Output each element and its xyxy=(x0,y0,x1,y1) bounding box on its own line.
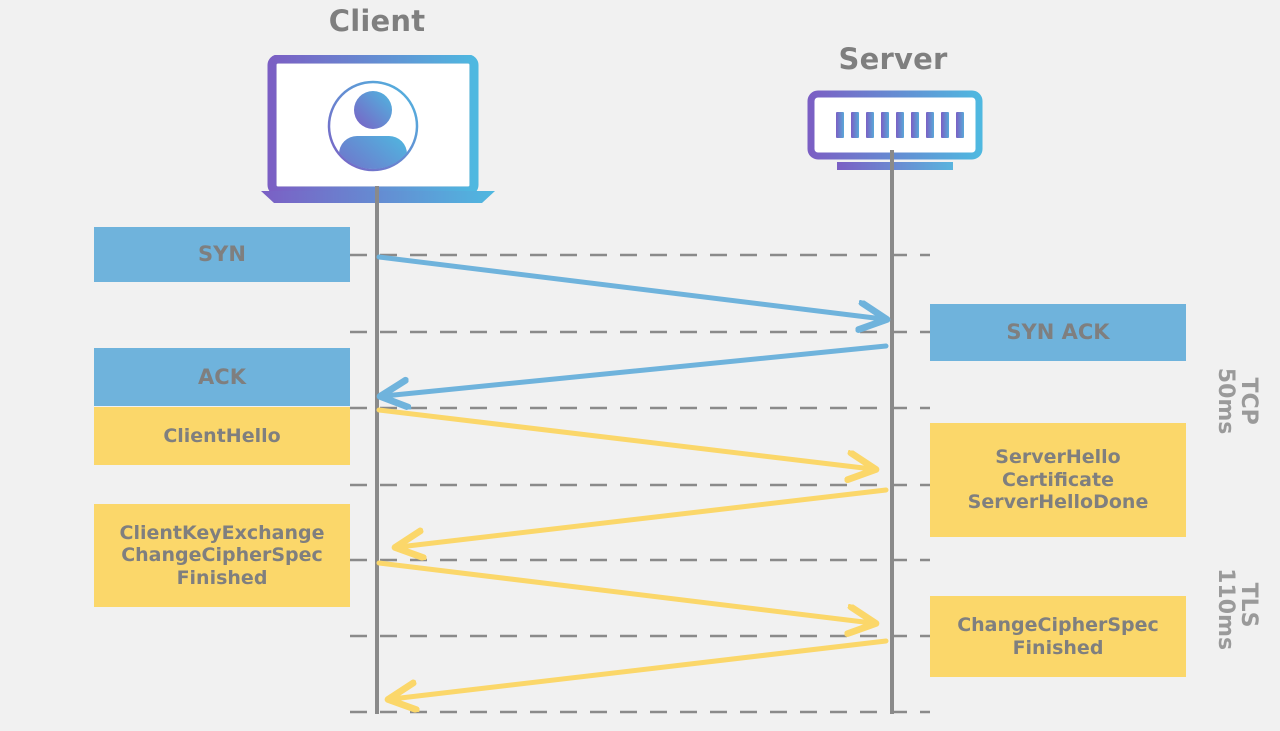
phase-label-tls: TLS 110ms xyxy=(1213,568,1262,651)
phase-tcp-duration: 50ms xyxy=(1213,367,1238,435)
message-box-server-change-cipher: ChangeCipherSpec Finished xyxy=(930,596,1186,677)
message-box-syn-ack: SYN ACK xyxy=(930,304,1186,361)
message-label-syn: SYN xyxy=(198,242,246,267)
message-line-clientkey-3: Finished xyxy=(176,566,268,589)
laptop-user-icon xyxy=(258,54,498,205)
message-label-synack: SYN ACK xyxy=(1006,320,1110,345)
client-title: Client xyxy=(328,4,426,38)
arrow-syn-ack xyxy=(384,343,889,396)
message-box-client-hello: ClientHello xyxy=(94,407,350,465)
message-label-ack: ACK xyxy=(198,364,246,389)
message-line-clientkey-2: ChangeCipherSpec xyxy=(121,544,323,567)
message-line-clienthello-1: ClientHello xyxy=(163,424,281,447)
message-line-clientkey-1: ClientKeyExchange xyxy=(119,521,325,544)
message-line-changecipher-2: Finished xyxy=(1012,636,1104,659)
message-box-client-key-exchange: ClientKeyExchange ChangeCipherSpec Finis… xyxy=(94,504,350,607)
arrow-client-hello xyxy=(376,407,872,469)
message-line-serverhello-3: ServerHelloDone xyxy=(967,491,1149,514)
phase-tls-duration: 110ms xyxy=(1213,568,1238,651)
message-box-server-hello: ServerHello Certificate ServerHelloDone xyxy=(930,423,1186,537)
server-lifeline xyxy=(890,150,894,714)
message-line-serverhello-2: Certificate xyxy=(1002,468,1114,491)
server-title: Server xyxy=(838,42,948,76)
server-rack-icon xyxy=(806,90,984,178)
message-line-changecipher-1: ChangeCipherSpec xyxy=(957,614,1159,637)
message-box-ack: ACK xyxy=(94,348,350,406)
message-line-serverhello-1: ServerHello xyxy=(995,446,1121,469)
arrow-server-hello xyxy=(399,487,889,547)
phase-tls-name: TLS xyxy=(1236,582,1262,628)
arrow-client-key-exchange xyxy=(376,560,872,623)
arrow-server-change-cipher xyxy=(392,638,889,699)
client-lifeline xyxy=(375,186,379,714)
message-box-syn: SYN xyxy=(94,227,350,282)
phase-tcp-name: TCP xyxy=(1236,377,1262,425)
phase-label-tcp: TCP 50ms xyxy=(1213,364,1262,438)
arrow-syn xyxy=(376,254,883,319)
